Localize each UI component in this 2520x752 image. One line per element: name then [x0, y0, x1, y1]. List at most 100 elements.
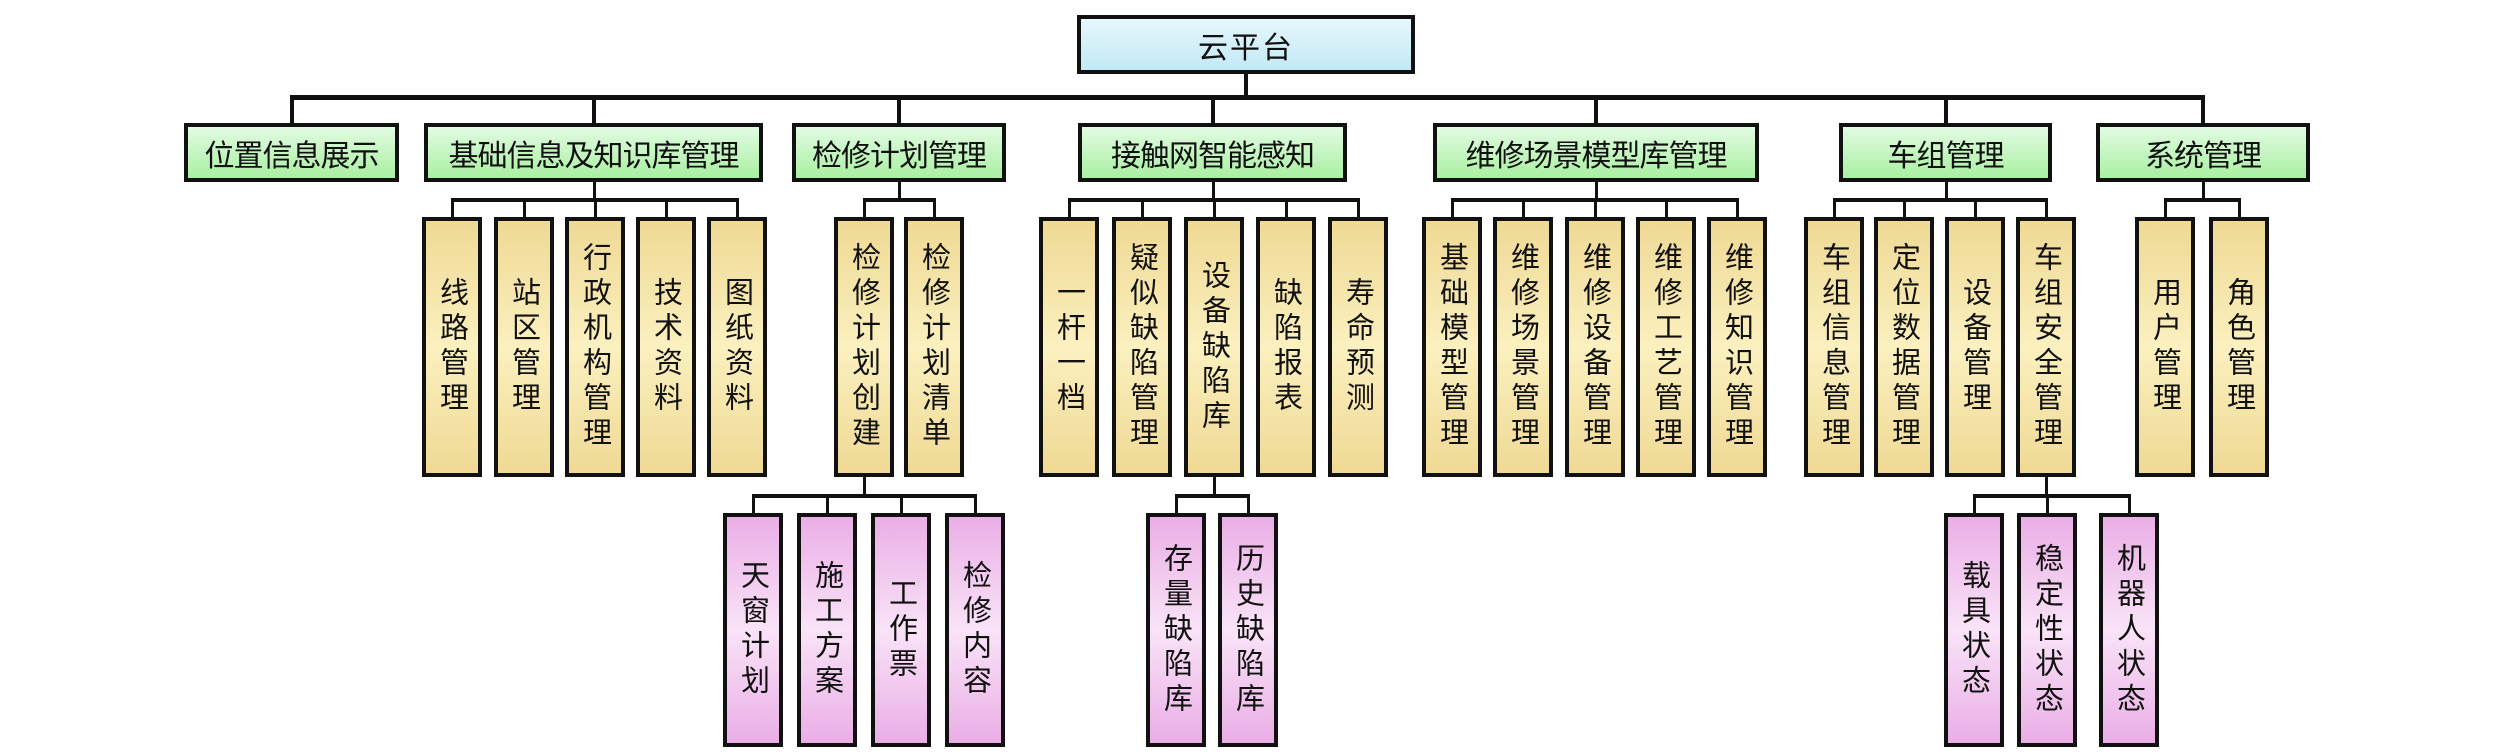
function-connector: [1736, 198, 1739, 217]
function-node: 基础模型管理: [1422, 217, 1482, 477]
module-node: 车组管理: [1839, 123, 2052, 182]
function-node-label: 用户管理: [2148, 277, 2183, 417]
subfunction-connector: [1247, 494, 1250, 513]
function-stem: [2202, 182, 2205, 198]
function-connector: [1833, 198, 1836, 217]
function-connector: [2045, 198, 2048, 217]
function-connector: [1357, 198, 1360, 217]
subfunction-node-label: 施工方案: [810, 560, 845, 700]
subfunction-stem: [863, 477, 866, 494]
subfunction-node: 工作票: [871, 513, 931, 747]
function-node-label: 寿命预测: [1341, 277, 1376, 417]
module-node: 维修场景模型库管理: [1433, 123, 1759, 182]
function-stem: [1945, 182, 1948, 198]
function-node: 线路管理: [422, 217, 482, 477]
function-connector: [1068, 198, 1071, 217]
function-connector: [933, 198, 936, 217]
module-connector: [1944, 97, 1948, 123]
module-node: 位置信息展示: [184, 123, 399, 182]
function-node-label: 维修知识管理: [1720, 242, 1755, 452]
function-node-label: 角色管理: [2222, 277, 2257, 417]
function-node: 维修工艺管理: [1636, 217, 1696, 477]
function-connector: [1903, 198, 1906, 217]
module-connector: [592, 97, 596, 123]
subfunction-node: 检修内容: [945, 513, 1005, 747]
subfunction-node-label: 机器人状态: [2112, 542, 2147, 718]
function-node-label: 一杆一档: [1052, 277, 1087, 417]
function-node-label: 车组信息管理: [1817, 242, 1852, 452]
function-connector: [1974, 198, 1977, 217]
module-node-label: 系统管理: [2145, 138, 2262, 174]
function-node-label: 车组安全管理: [2029, 242, 2064, 452]
function-node: 检修计划清单: [904, 217, 964, 477]
function-node: 设备管理: [1945, 217, 2005, 477]
function-node-label: 设备缺陷库: [1197, 259, 1232, 435]
module-node-label: 维修场景模型库管理: [1465, 138, 1728, 174]
function-node: 图纸资料: [707, 217, 767, 477]
subfunction-node-label: 检修内容: [958, 560, 993, 700]
function-node-label: 行政机构管理: [578, 242, 613, 452]
function-node: 用户管理: [2135, 217, 2195, 477]
function-connector: [1213, 198, 1216, 217]
function-stem: [898, 182, 901, 198]
function-node: 设备缺陷库: [1184, 217, 1244, 477]
module-connector: [897, 97, 901, 123]
module-node: 接触网智能感知: [1078, 123, 1347, 182]
subfunction-connector: [826, 494, 829, 513]
module-node-label: 基础信息及知识库管理: [448, 138, 740, 174]
function-node-label: 维修设备管理: [1578, 242, 1613, 452]
root-node-label: 云平台: [1198, 30, 1294, 66]
function-connector: [523, 198, 526, 217]
function-node-label: 维修场景管理: [1506, 242, 1541, 452]
module-node: 系统管理: [2096, 123, 2310, 182]
subfunction-bus-line: [1175, 494, 1250, 498]
module-node-label: 车组管理: [1887, 138, 2005, 174]
module-node-label: 接触网智能感知: [1111, 138, 1315, 174]
function-node: 技术资料: [636, 217, 696, 477]
subfunction-node: 天窗计划: [723, 513, 783, 747]
function-node: 一杆一档: [1039, 217, 1099, 477]
subfunction-connector: [1973, 494, 1976, 513]
function-stem: [593, 182, 596, 198]
subfunction-stem: [1213, 477, 1216, 494]
function-node-label: 检修计划创建: [847, 242, 882, 452]
function-connector: [665, 198, 668, 217]
function-connector: [451, 198, 454, 217]
main-bus-line: [290, 95, 2205, 100]
function-connector: [863, 198, 866, 217]
subfunction-node: 稳定性状态: [2017, 513, 2077, 747]
subfunction-node: 历史缺陷库: [1218, 513, 1278, 747]
function-node: 维修场景管理: [1493, 217, 1553, 477]
function-connector: [2238, 198, 2241, 217]
function-connector: [1285, 198, 1288, 217]
subfunction-node-label: 历史缺陷库: [1231, 542, 1266, 718]
function-node: 行政机构管理: [565, 217, 625, 477]
module-node: 检修计划管理: [792, 123, 1006, 182]
function-bus-line: [863, 198, 936, 202]
function-node: 维修设备管理: [1565, 217, 1625, 477]
function-node-label: 线路管理: [435, 277, 470, 417]
subfunction-connector: [974, 494, 977, 513]
function-connector: [594, 198, 597, 217]
function-node-label: 定位数据管理: [1887, 242, 1922, 452]
subfunction-node-label: 天窗计划: [736, 560, 771, 700]
subfunction-connector: [2128, 494, 2131, 513]
function-node-label: 基础模型管理: [1435, 242, 1470, 452]
function-node-label: 检修计划清单: [917, 242, 952, 452]
function-node: 站区管理: [494, 217, 554, 477]
function-node: 车组安全管理: [2016, 217, 2076, 477]
subfunction-connector: [2046, 494, 2049, 513]
function-node-label: 站区管理: [507, 277, 542, 417]
function-node-label: 图纸资料: [720, 277, 755, 417]
module-node-label: 检修计划管理: [812, 138, 987, 174]
function-node-label: 缺陷报表: [1269, 277, 1304, 417]
root-connector: [1244, 74, 1248, 97]
module-connector: [1594, 97, 1598, 123]
subfunction-stem: [2045, 477, 2048, 494]
function-node: 疑似缺陷管理: [1112, 217, 1172, 477]
subfunction-connector: [752, 494, 755, 513]
function-node: 缺陷报表: [1256, 217, 1316, 477]
function-node-label: 设备管理: [1958, 277, 1993, 417]
function-node-label: 维修工艺管理: [1649, 242, 1684, 452]
